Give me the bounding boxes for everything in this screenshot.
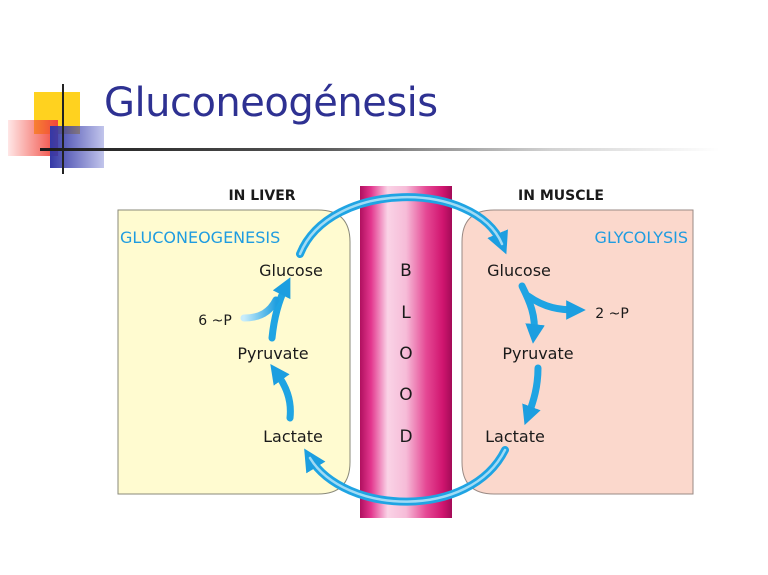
glucose-to-pyruvate-arrow [518,282,545,344]
deco-vertical-line [62,84,64,174]
muscle-energy-output: 2 ~P [595,306,629,322]
liver-lactate: Lactate [263,427,323,446]
muscle-process-label: GLYCOLYSIS [595,228,688,247]
liver-header: IN LIVER [228,188,295,204]
liver-panel [117,209,351,495]
blood-letter: L [401,303,411,323]
blood-letter: O [399,385,412,405]
muscle-pyruvate: Pyruvate [502,344,573,363]
atp-input-arrow [240,296,280,322]
blood-letter: D [399,427,412,447]
muscle-lactate: Lactate [485,427,545,446]
muscle-glucose: Glucose [487,261,551,280]
liver-energy-input: 6 ~P [198,313,232,329]
blood-letter: B [400,261,412,281]
atp-output-arrow [524,292,586,320]
muscle-panel [461,209,694,495]
liver-glucose: Glucose [259,261,323,280]
liver-pyruvate: Pyruvate [237,344,308,363]
title-underline [40,148,720,151]
muscle-header: IN MUSCLE [518,188,604,204]
pyruvate-to-glucose-arrow [268,277,291,342]
deco-blue-square [50,126,104,168]
liver-process-label: GLUCONEOGENESIS [120,228,280,247]
pyruvate-to-lactate-arrow [522,364,542,426]
blood-letter: O [399,344,412,364]
blood-vessel [360,186,452,518]
lactate-to-pyruvate-arrow [270,364,294,422]
page-title: Gluconeogénesis [104,80,438,126]
